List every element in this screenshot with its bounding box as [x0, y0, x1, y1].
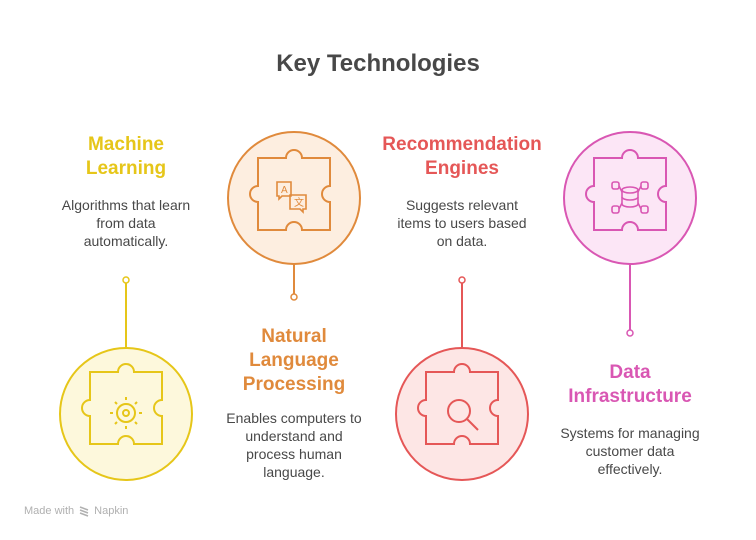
translate-icon: A 文: [276, 181, 307, 214]
gear-icon: [110, 397, 142, 429]
page-title: Key Technologies: [276, 50, 480, 77]
napkin-logo-icon: [79, 506, 89, 517]
search-icon: [447, 399, 479, 431]
machine-learning-label: Machine Learning: [85, 134, 167, 179]
nlp-label: Natural Language Processing: [242, 326, 346, 395]
recommendation-label: Recommendation Engines: [382, 134, 542, 179]
machine-learning-description: Algorithms that learn from data automati…: [61, 197, 191, 249]
machine-learning-node: [59, 276, 193, 481]
nlp-node: A 文: [227, 131, 361, 301]
recommendation-node: [395, 276, 529, 481]
data-infrastructure-description: Systems for managing customer data effec…: [560, 425, 700, 477]
recommendation-description: Suggests relevant items to users based o…: [397, 197, 527, 249]
svg-text:A: A: [281, 185, 288, 196]
data-infrastructure-node: [563, 131, 697, 337]
made-with-napkin[interactable]: Made with Napkin: [24, 505, 129, 517]
svg-text:文: 文: [294, 196, 304, 209]
database-icon: [611, 181, 649, 214]
data-infrastructure-label: Data Infrastructure: [568, 362, 692, 407]
nlp-description: Enables computers to understand and proc…: [226, 410, 362, 480]
